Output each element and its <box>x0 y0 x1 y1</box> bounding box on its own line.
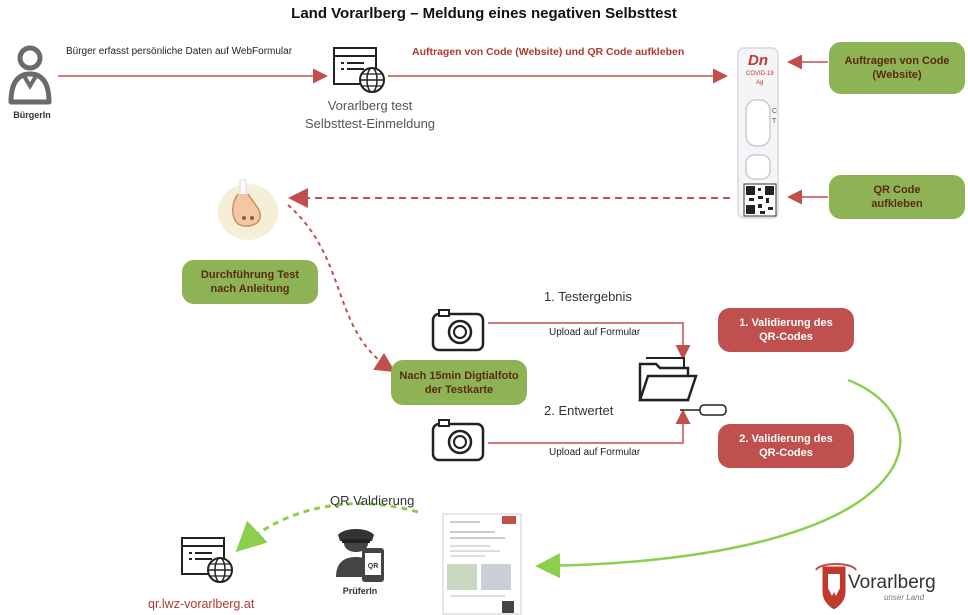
qr-sticker-box: QR Code aufkleben <box>829 175 965 219</box>
test-card-t: T <box>772 118 777 125</box>
portal-name-line1: Vorarlberg test <box>327 98 413 113</box>
test-card-c: C <box>772 108 778 115</box>
citizen-label: BürgerIn <box>13 110 51 120</box>
nose-swab-icon <box>218 179 278 240</box>
arrow-upload-1 <box>488 322 691 360</box>
perform-test-box: Durchführung Test nach Anleitung <box>182 260 318 304</box>
web-portal-icon <box>333 47 385 93</box>
apply-code-box: Auftragen von Code (Website) <box>829 42 965 94</box>
arrow-inspector-to-portal <box>235 502 419 553</box>
qr-validation-label: QR Valdierung <box>330 493 415 508</box>
test-card-line2: Ag <box>756 80 764 86</box>
validation-url: qr.lwz-vorarlberg.at <box>148 597 255 611</box>
citizen-person-icon <box>8 45 52 105</box>
inspector-label: PrüferIn <box>342 586 378 596</box>
validation-1-box: 1. Validierung des QR-Codes <box>718 308 854 352</box>
vorarlberg-coat-of-arms-logo <box>815 563 857 611</box>
camera-icon <box>431 309 485 352</box>
arrow-validation-to-certificate <box>535 378 902 579</box>
diagram-title: Land Vorarlberg – Meldung eines negative… <box>291 5 677 22</box>
digital-photo-box: Nach 15min Digtialfoto der Testkarte <box>391 360 527 405</box>
arrow-upload-2 <box>488 409 691 444</box>
test-card-line1: COVID-19 <box>746 71 774 77</box>
upload-label-2: Upload auf Formular <box>549 447 641 458</box>
validation-2-box: 2. Validierung des QR-Codes <box>718 424 854 468</box>
web-form-label: Bürger erfasst persönliche Daten auf Web… <box>66 46 293 57</box>
apply-codes-label: Auftragen von Code (Website) und QR Code… <box>412 46 685 58</box>
usb-stick-icon <box>680 404 727 416</box>
web-portal-icon <box>181 537 233 583</box>
phone-qr-text: QR <box>368 563 379 570</box>
portal-name-line2: Selbsttest-Einmeldung <box>304 116 436 131</box>
step-test-result: 1. Testergebnis <box>544 289 632 304</box>
logo-name: Vorarlberg <box>848 572 936 593</box>
upload-label-1: Upload auf Formular <box>549 327 641 338</box>
qr-code-sticker <box>743 183 777 217</box>
folder-icon <box>638 357 698 402</box>
antigen-test-card <box>737 47 779 219</box>
camera-icon <box>431 419 485 462</box>
smartphone-qr-icon: QR <box>362 548 384 582</box>
step-invalidated: 2. Entwertet <box>544 403 614 418</box>
certificate-document <box>442 513 522 615</box>
logo-tagline: unser Land <box>884 593 925 602</box>
test-card-brand: Dn <box>748 52 768 69</box>
